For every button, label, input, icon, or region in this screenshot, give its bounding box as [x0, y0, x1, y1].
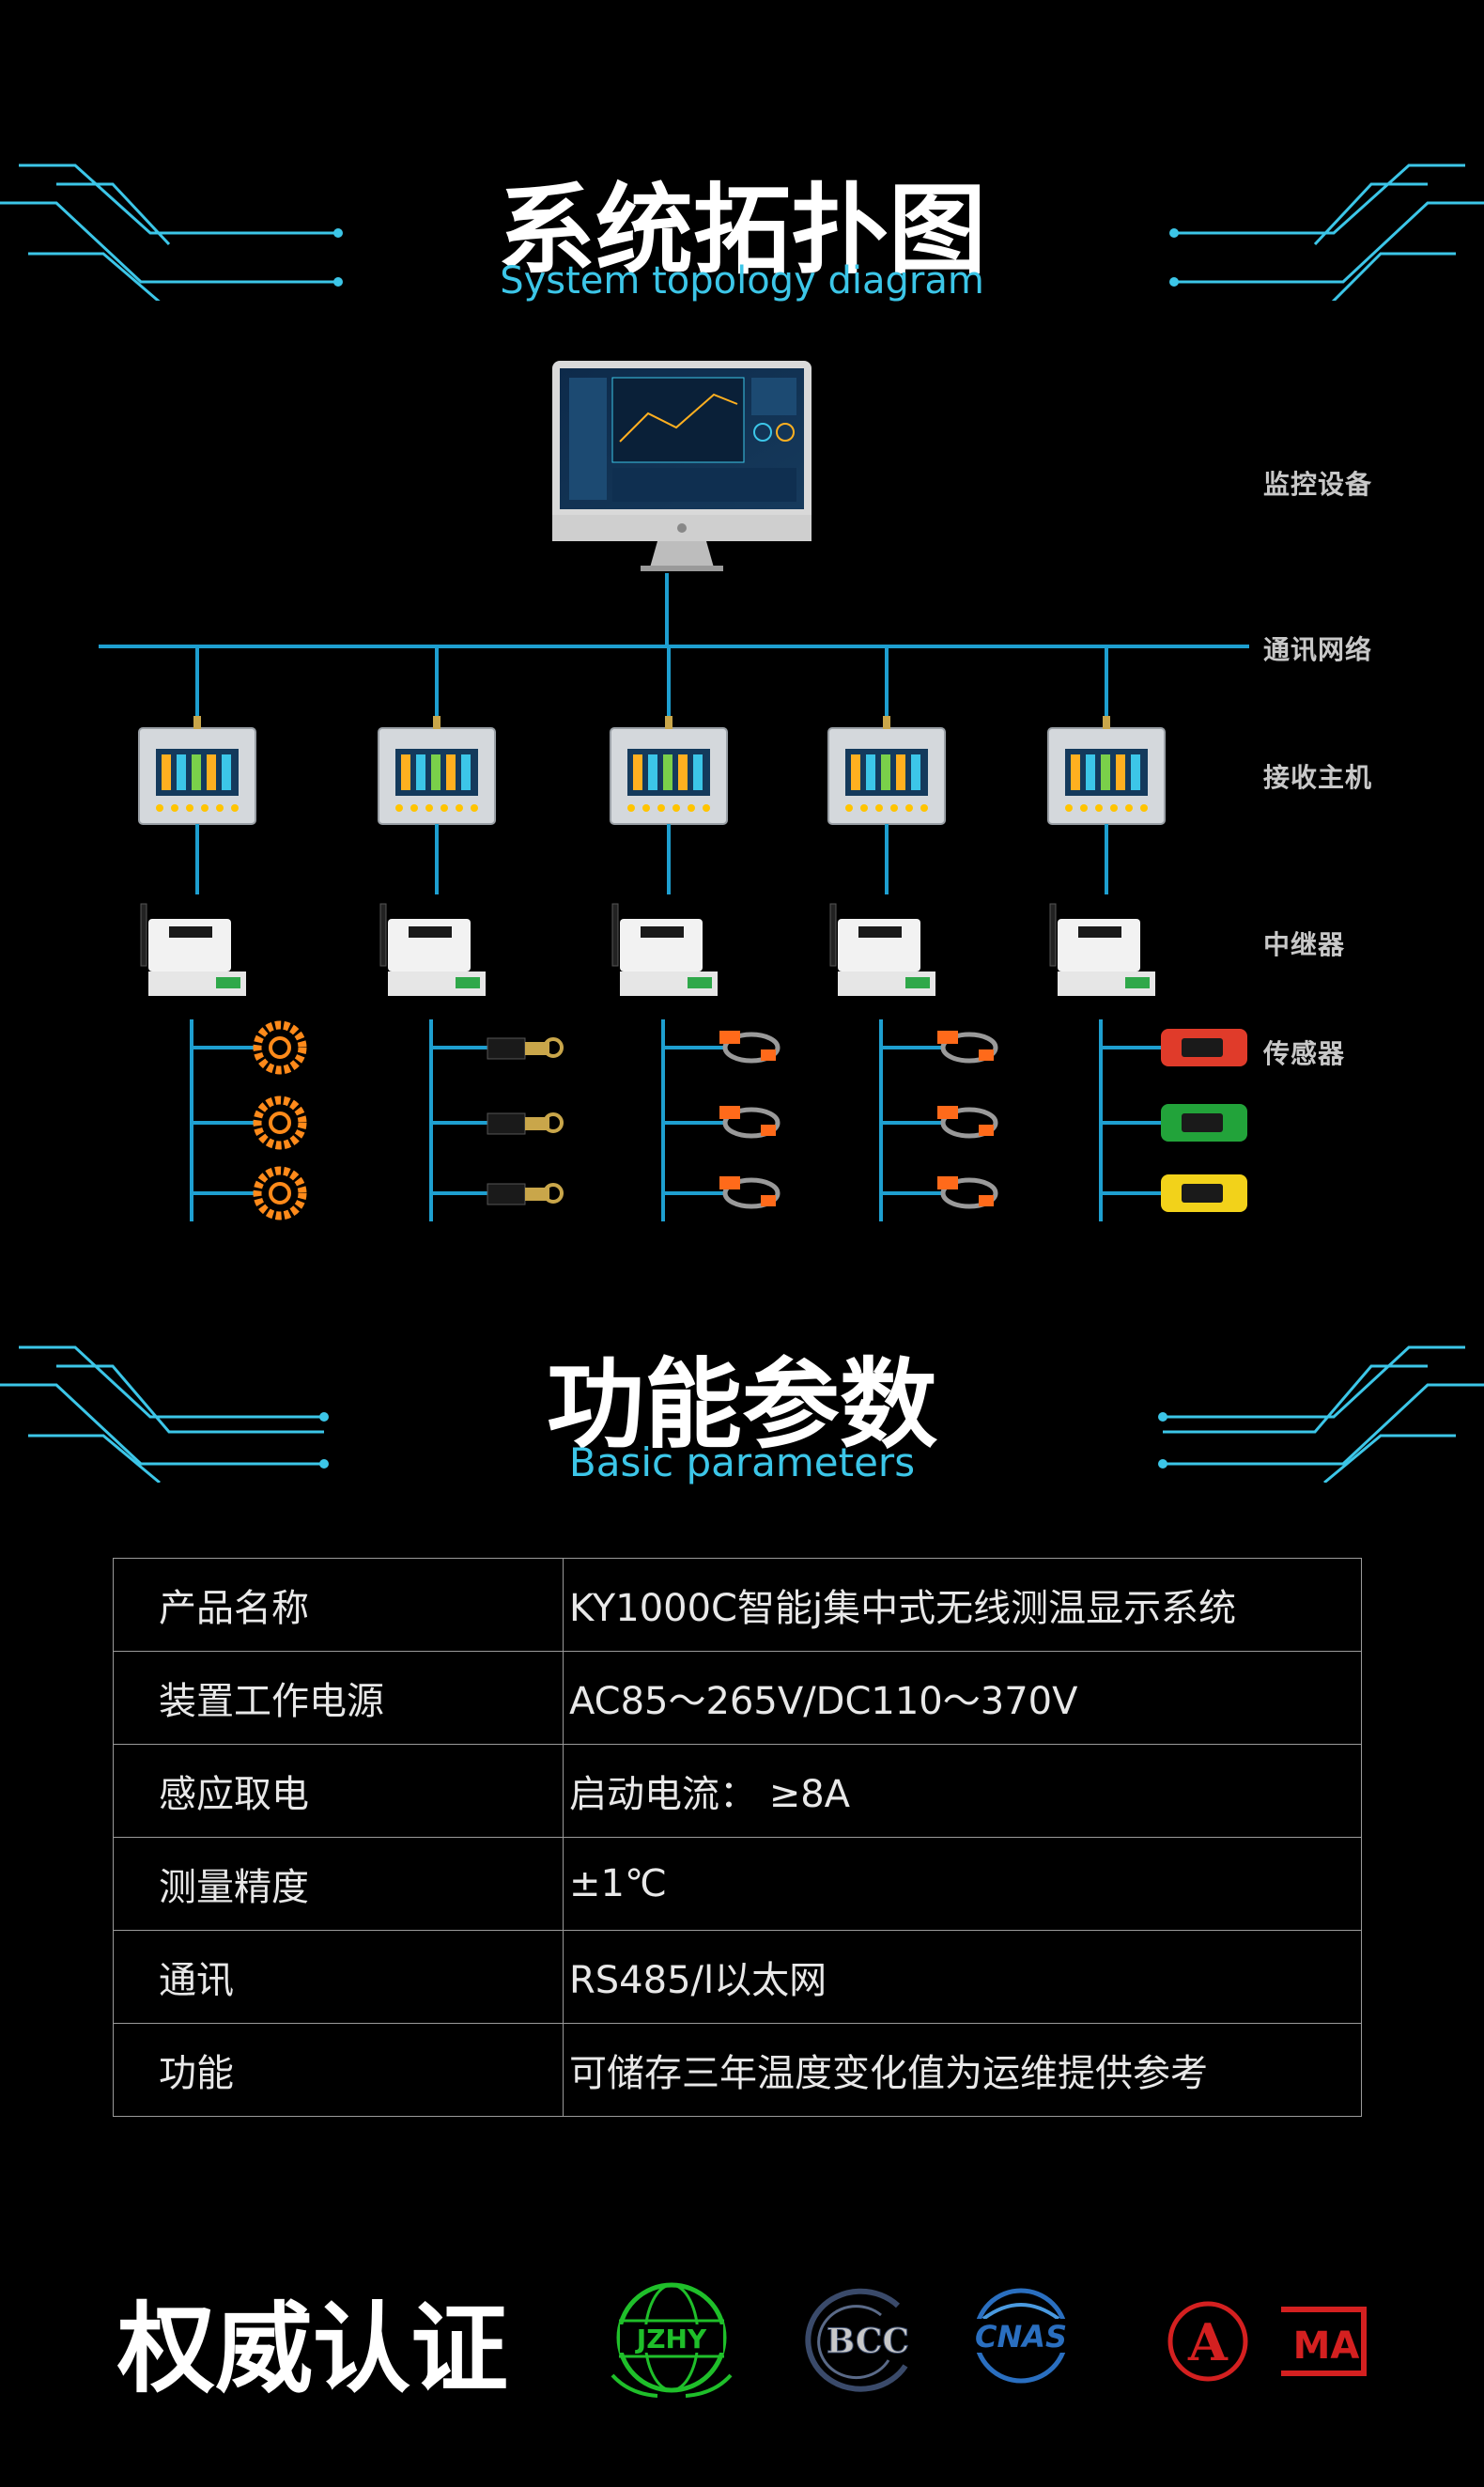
params-subtitle: Basic parameters	[568, 1439, 916, 1485]
param-key: 装置工作电源	[113, 1651, 564, 1745]
param-key: 通讯	[113, 1930, 564, 2024]
host-unit	[138, 716, 256, 825]
tier-label-monitor: 监控设备	[1263, 469, 1373, 500]
jzhy-logo: JZHY	[611, 2282, 733, 2398]
host-unit	[610, 716, 728, 825]
topology-column	[610, 646, 781, 1221]
topology-subtitle: System topology diagram	[500, 259, 984, 303]
topology-diagram	[99, 361, 1249, 1221]
param-row: 功能可储存三年温度变化值为运维提供参考	[113, 2023, 1362, 2117]
param-value: 可储存三年温度变化值为运维提供参考	[563, 2023, 1362, 2117]
topology-title: 系统拓扑图	[497, 173, 986, 288]
param-value: ±1℃	[563, 1837, 1362, 1931]
host-unit	[827, 716, 946, 825]
monitor-workstation	[552, 361, 812, 571]
repeater-unit	[379, 903, 486, 996]
svg-text:MA: MA	[1293, 2324, 1360, 2368]
circuit-decoration-top-right	[1169, 163, 1484, 301]
repeater-unit	[611, 903, 718, 996]
sensor	[1161, 1174, 1247, 1212]
host-unit	[378, 716, 496, 825]
sensor	[253, 1096, 307, 1150]
sensor	[253, 1020, 307, 1075]
sensor	[253, 1166, 307, 1220]
topology-column	[378, 646, 564, 1221]
circuit-decoration-mid-right	[1158, 1345, 1484, 1483]
param-key: 功能	[113, 2023, 564, 2117]
cnas-logo: CNAS	[966, 2288, 1076, 2384]
repeater-unit	[829, 903, 935, 996]
tier-label-repeater: 中继器	[1263, 929, 1346, 960]
tier-label-sensor: 传感器	[1263, 1038, 1346, 1069]
circuit-decoration-mid-left	[0, 1345, 329, 1483]
sensor	[487, 1183, 564, 1205]
param-key: 感应取电	[113, 1744, 564, 1838]
param-value: KY1000C智能j集中式无线测温显示系统	[563, 1558, 1362, 1652]
sensor	[719, 1031, 781, 1064]
sensor	[937, 1031, 998, 1064]
host-unit	[1047, 716, 1166, 825]
param-value: RS485/l以太网	[563, 1930, 1362, 2024]
param-value: 启动电流： ≥8A	[563, 1744, 1362, 1838]
cma-logo: MA	[1281, 2307, 1367, 2376]
sensor	[1161, 1029, 1247, 1066]
tier-label-network: 通讯网络	[1263, 634, 1373, 665]
svg-text:JZHY: JZHY	[635, 2324, 707, 2355]
sensor	[937, 1106, 998, 1139]
topology-column	[827, 646, 998, 1221]
tier-label-host: 接收主机	[1263, 762, 1373, 793]
sensor	[719, 1176, 781, 1209]
svg-text:BCC: BCC	[827, 2322, 909, 2361]
param-key: 测量精度	[113, 1837, 564, 1931]
repeater-unit	[140, 903, 246, 996]
topology-column	[138, 646, 307, 1221]
sensor	[487, 1112, 564, 1135]
params-title: 功能参数	[546, 1347, 937, 1462]
cma-a-logo: A	[1167, 2301, 1248, 2382]
svg-text:CNAS: CNAS	[975, 2319, 1067, 2355]
cert-title: 权威认证	[117, 2292, 509, 2406]
topology-column	[1047, 646, 1247, 1221]
repeater-unit	[1049, 903, 1155, 996]
param-row: 感应取电启动电流： ≥8A	[113, 1744, 1362, 1838]
sensor	[487, 1037, 564, 1060]
param-key: 产品名称	[113, 1558, 564, 1652]
sensor	[1161, 1104, 1247, 1142]
svg-text:A: A	[1187, 2312, 1229, 2372]
bcc-logo: BCC	[805, 2288, 910, 2392]
param-row: 测量精度±1℃	[113, 1837, 1362, 1931]
sensor	[719, 1106, 781, 1139]
circuit-decoration-top-left	[0, 163, 343, 301]
param-value: AC85～265V/DC110～370V	[563, 1651, 1362, 1745]
sensor	[937, 1176, 998, 1209]
